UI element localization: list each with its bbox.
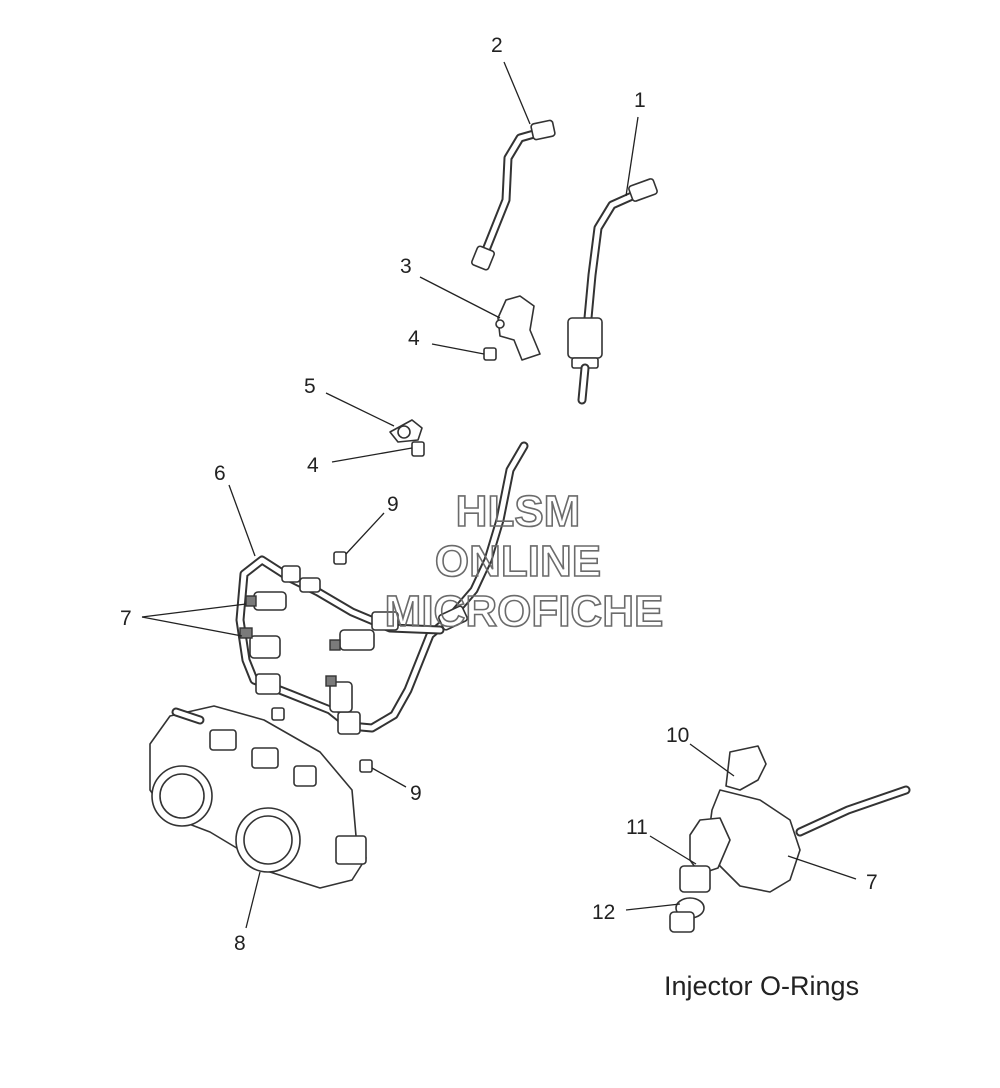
callout-4-lower: 4 (307, 454, 319, 477)
callout-9-upper: 9 (387, 493, 399, 516)
fuel-line-part-1 (567, 178, 658, 405)
fitting-part-9-c (359, 759, 373, 773)
watermark: HLSM ONLINE MICROFICHE (384, 486, 664, 637)
callout-7-left: 7 (120, 607, 132, 630)
fitting-part-9-a (333, 551, 347, 565)
injector-part-7-a (245, 591, 287, 611)
leader-lines (141, 61, 857, 929)
watermark-line-1: HLSM (456, 487, 581, 536)
callout-12: 12 (592, 901, 615, 924)
injector-detail (669, 745, 911, 933)
bracket-part-3 (495, 295, 541, 361)
callout-5: 5 (304, 375, 316, 398)
callout-9-lower: 9 (410, 782, 422, 805)
callout-10: 10 (666, 724, 689, 747)
callout-11: 11 (626, 816, 648, 839)
callout-2: 2 (491, 34, 503, 57)
callout-1: 1 (634, 89, 646, 112)
fitting-part-9-b (271, 707, 285, 721)
clamp-part-5 (389, 419, 423, 443)
injector-part-7-c (329, 629, 375, 651)
watermark-line-2: ONLINE (435, 537, 601, 586)
detail-caption: Injector O-Rings (664, 971, 859, 1001)
callout-4-upper: 4 (408, 327, 420, 350)
callout-3: 3 (400, 255, 412, 278)
bolt-part-4-lower (411, 441, 425, 457)
injector-part-7-b (239, 627, 281, 659)
injector-part-7-d (325, 675, 353, 713)
fuel-hose-part-2 (471, 119, 556, 271)
watermark-line-3: MICROFICHE (385, 587, 664, 636)
callout-6: 6 (214, 462, 226, 485)
fuel-rail-part-6 (235, 441, 529, 735)
callout-8: 8 (234, 932, 246, 955)
throttle-body-part-8 (149, 705, 367, 889)
bolt-part-4-upper (483, 347, 497, 361)
callout-7-right: 7 (866, 871, 878, 894)
